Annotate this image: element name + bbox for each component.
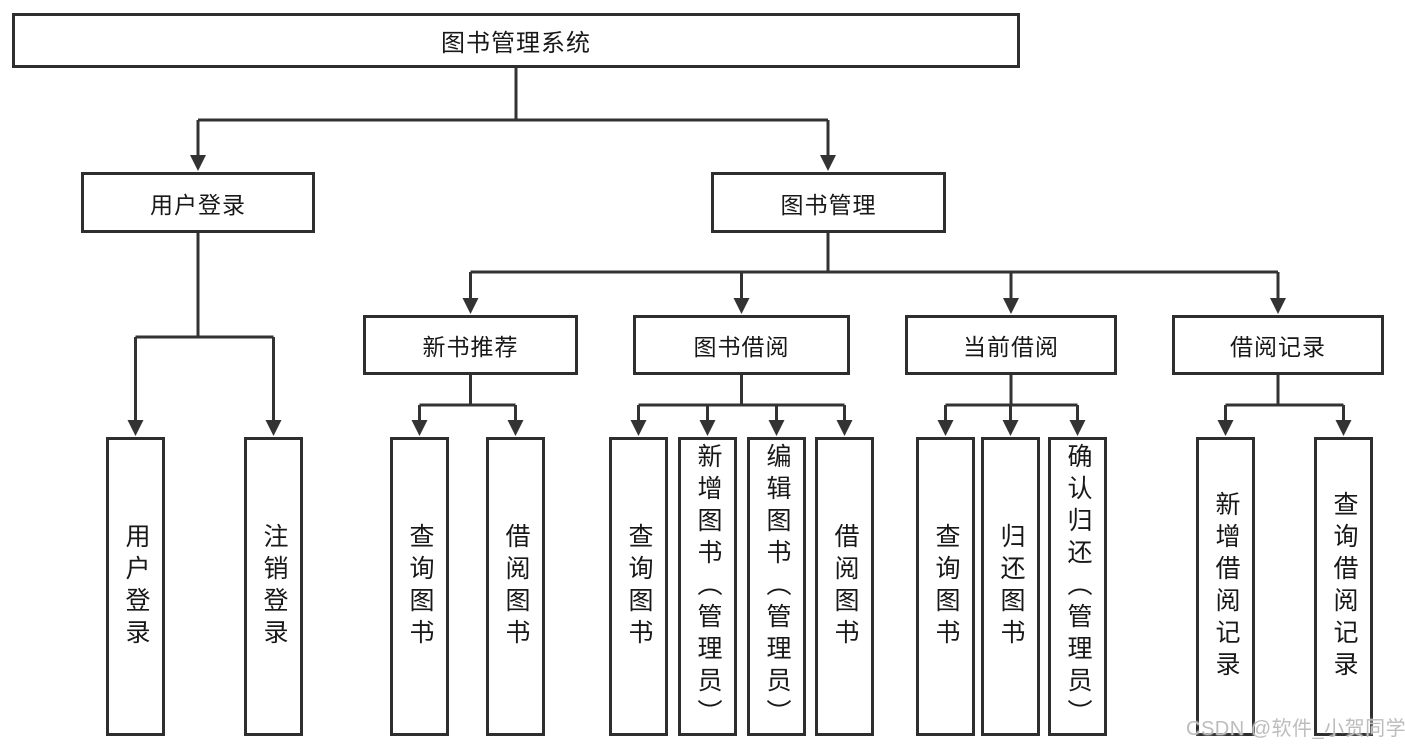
leaf-recommend-borrow-books: 借阅图书 (486, 437, 545, 736)
leaf-borrow-edit-books-admin-label: 编辑图书（管理员） (763, 442, 791, 731)
leaf-records-query-record-label: 查询借阅记录 (1330, 490, 1358, 683)
arrowheads (127, 155, 1352, 436)
leaf-borrow-query-books: 查询图书 (609, 437, 668, 736)
node-book-management-label: 图书管理 (780, 191, 877, 218)
node-root: 图书管理系统 (12, 13, 1020, 68)
node-current-borrow: 当前借阅 (905, 315, 1117, 375)
leaf-current-return-books: 归还图书 (981, 437, 1040, 736)
leaf-borrow-add-books-admin-label: 新增图书（管理员） (694, 442, 722, 731)
leaf-borrow-query-books-label: 查询图书 (625, 522, 653, 651)
leaf-user-login: 用户登录 (106, 437, 165, 736)
node-new-book-recommend-label: 新书推荐 (422, 334, 519, 360)
leaf-borrow-borrow-books-label: 借阅图书 (831, 522, 859, 651)
leaf-records-add-record-label: 新增借阅记录 (1212, 490, 1240, 683)
leaf-recommend-borrow-books-label: 借阅图书 (502, 522, 530, 651)
leaf-logout-login-label: 注销登录 (260, 522, 288, 651)
leaf-borrow-edit-books-admin: 编辑图书（管理员） (747, 437, 806, 736)
node-book-borrow: 图书借阅 (633, 315, 850, 375)
node-book-borrow-label: 图书借阅 (693, 334, 790, 360)
leaf-user-login-label: 用户登录 (122, 522, 150, 651)
leaf-recommend-query-books-label: 查询图书 (406, 522, 434, 651)
leaf-borrow-borrow-books: 借阅图书 (815, 437, 874, 736)
node-book-management: 图书管理 (711, 172, 946, 233)
leaf-current-confirm-return-admin-label: 确认归还（管理员） (1064, 442, 1092, 731)
node-new-book-recommend: 新书推荐 (363, 315, 578, 375)
leaf-current-query-books: 查询图书 (916, 437, 975, 736)
node-current-borrow-label: 当前借阅 (963, 334, 1059, 360)
leaf-current-return-books-label: 归还图书 (997, 522, 1025, 651)
leaf-records-query-record: 查询借阅记录 (1314, 437, 1373, 736)
node-root-label: 图书管理系统 (441, 30, 591, 57)
leaf-records-add-record: 新增借阅记录 (1196, 437, 1255, 736)
node-borrow-records: 借阅记录 (1172, 315, 1384, 375)
leaf-borrow-add-books-admin: 新增图书（管理员） (678, 437, 737, 736)
leaf-current-query-books-label: 查询图书 (932, 522, 960, 651)
leaf-logout-login: 注销登录 (244, 437, 303, 736)
leaf-recommend-query-books: 查询图书 (390, 437, 449, 736)
node-user-login-label: 用户登录 (150, 191, 246, 218)
leaf-current-confirm-return-admin: 确认归还（管理员） (1048, 437, 1107, 736)
watermark: CSDN @软件_小贺同学 (1186, 718, 1405, 740)
node-user-login: 用户登录 (81, 172, 315, 233)
node-borrow-records-label: 借阅记录 (1230, 334, 1326, 360)
